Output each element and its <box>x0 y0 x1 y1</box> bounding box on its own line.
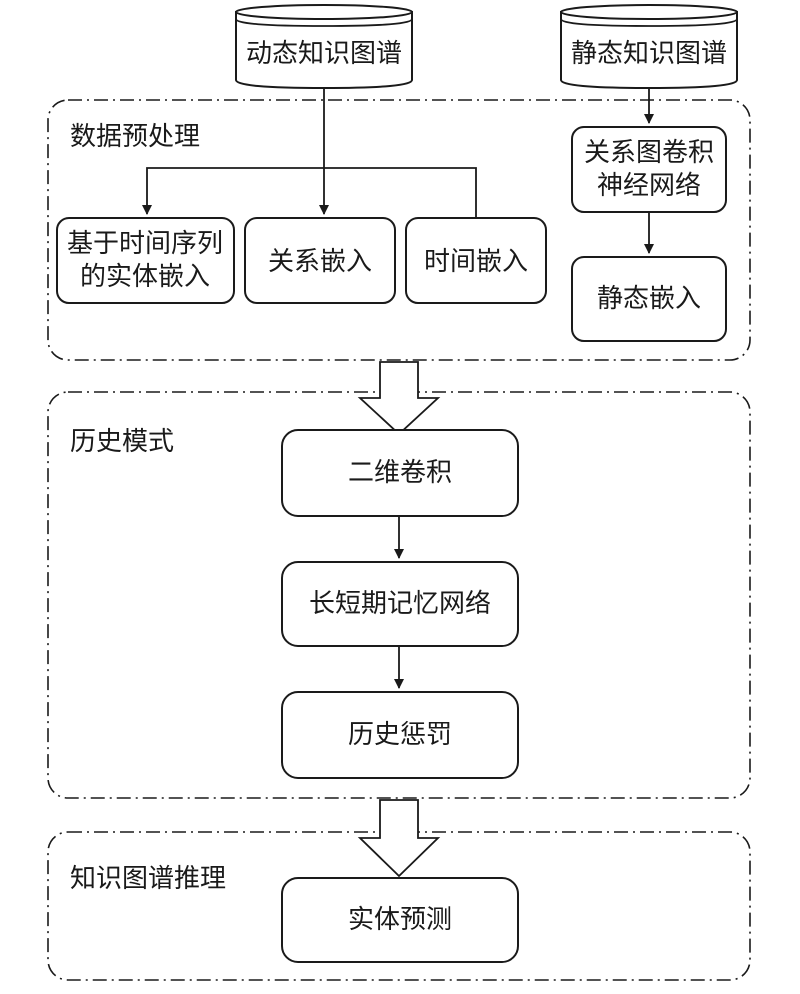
entity-embedding-label-line2: 的实体嵌入 <box>80 262 210 292</box>
dynamic-kg-label: 动态知识图谱 <box>246 39 402 69</box>
block-arrow-preprocess-to-history <box>357 361 441 436</box>
rgcn-box <box>571 126 727 213</box>
entity-prediction-box <box>281 877 519 963</box>
time-embedding-label: 时间嵌入 <box>424 247 528 277</box>
relation-embedding-box <box>244 217 396 304</box>
block-arrow-history-to-reasoning <box>357 799 441 878</box>
entity-prediction-label: 实体预测 <box>348 905 452 935</box>
history-title: 历史模式 <box>70 427 174 457</box>
preprocess-group <box>47 99 751 361</box>
conv2d-label: 二维卷积 <box>348 458 452 488</box>
lstm-box <box>281 561 519 647</box>
conv2d-box <box>281 429 519 517</box>
dynamic-kg-database: 动态知识图谱 <box>235 4 413 90</box>
entity-embedding-box <box>56 217 235 304</box>
reasoning-title: 知识图谱推理 <box>70 864 226 894</box>
static-embedding-box <box>571 256 727 342</box>
penalty-box <box>281 691 519 779</box>
preprocess-title: 数据预处理 <box>70 122 200 152</box>
entity-embedding-label-line1: 基于时间序列 <box>67 229 223 259</box>
static-kg-database: 静态知识图谱 <box>560 4 738 90</box>
relation-embedding-label: 关系嵌入 <box>268 247 372 277</box>
lstm-label: 长短期记忆网络 <box>309 589 491 619</box>
penalty-label: 历史惩罚 <box>348 720 452 750</box>
time-embedding-box <box>405 217 547 304</box>
arrow-branch-to-entity <box>142 167 477 218</box>
rgcn-label-line1: 关系图卷积 <box>584 138 714 168</box>
static-embedding-label: 静态嵌入 <box>597 284 701 314</box>
rgcn-label-line2: 神经网络 <box>597 171 701 201</box>
static-kg-label: 静态知识图谱 <box>571 39 727 69</box>
